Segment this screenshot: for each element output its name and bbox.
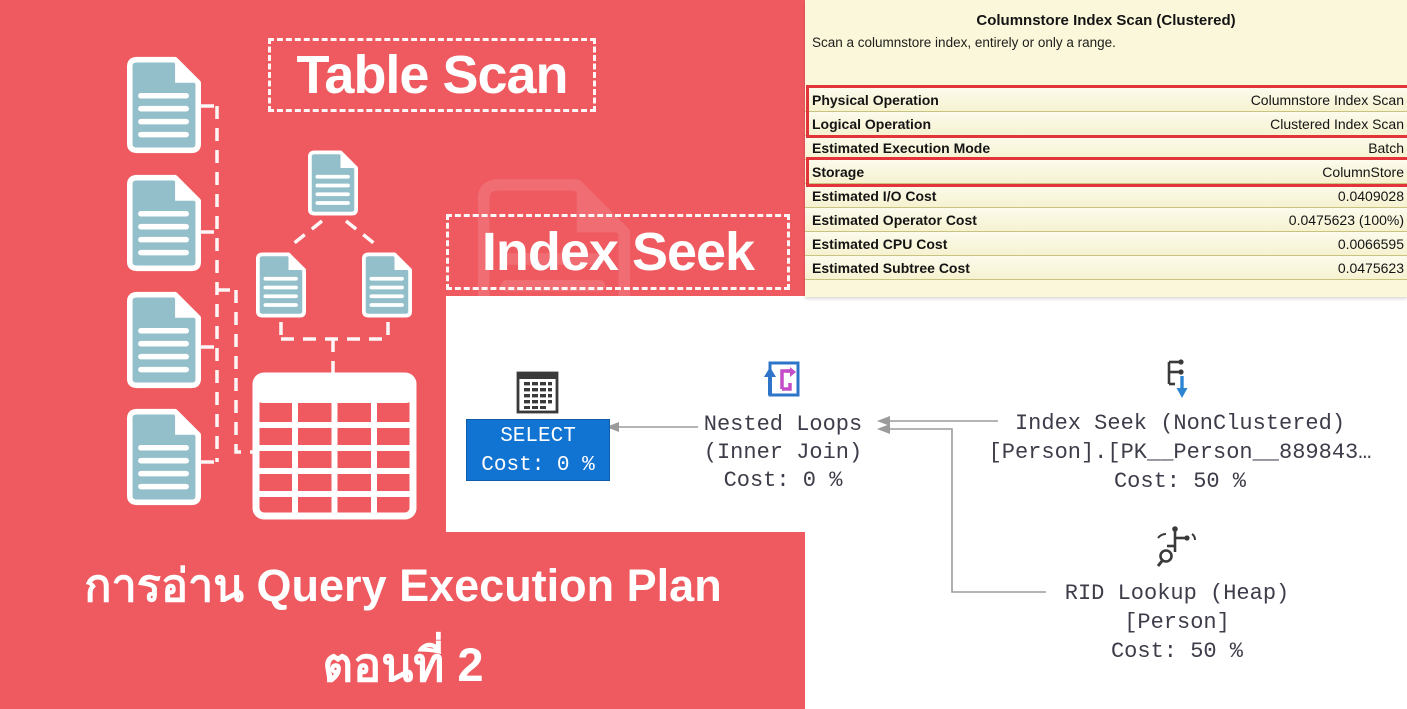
rid-lookup-icon[interactable] xyxy=(1152,524,1198,572)
table-scan-label-box: Table Scan xyxy=(268,38,596,112)
select-node-label: SELECT xyxy=(500,425,576,448)
tooltip-row-execution-mode: Estimated Execution Mode Batch xyxy=(805,136,1407,160)
tooltip-row-cpu-cost: Estimated CPU Cost 0.0066595 xyxy=(805,232,1407,256)
poster-title-line2: ตอนที่ 2 xyxy=(322,638,484,691)
select-node-cost: Cost: 0 % xyxy=(481,454,595,477)
nested-loops-node[interactable]: Nested Loops (Inner Join) Cost: 0 % xyxy=(703,412,863,493)
result-grid-icon[interactable] xyxy=(516,371,559,414)
tooltip-title: Columnstore Index Scan (Clustered) xyxy=(976,12,1236,29)
tooltip-rows: Physical Operation Columnstore Index Sca… xyxy=(805,88,1407,280)
dashed-connectors xyxy=(201,104,390,464)
operator-tooltip-panel: Columnstore Index Scan (Clustered) Scan … xyxy=(805,0,1407,297)
tree-left-document-icon xyxy=(258,254,304,315)
table-icon xyxy=(252,372,417,520)
rid-lookup-node[interactable]: RID Lookup (Heap) [Person] Cost: 50 % xyxy=(1064,581,1290,664)
tooltip-row-subtree-cost: Estimated Subtree Cost 0.0475623 xyxy=(805,256,1407,280)
tooltip-row-io-cost: Estimated I/O Cost 0.0409028 xyxy=(805,184,1407,208)
tooltip-description: Scan a columnstore index, entirely or on… xyxy=(812,35,1116,50)
tree-right-document-icon xyxy=(364,254,410,315)
table-scan-label: Table Scan xyxy=(296,45,568,105)
nested-loops-icon[interactable] xyxy=(762,355,802,401)
tooltip-row-logical-operation: Logical Operation Clustered Index Scan xyxy=(805,112,1407,136)
index-seek-icon[interactable] xyxy=(1157,354,1197,400)
tree-root-document-icon xyxy=(310,152,356,213)
index-seek-label: Index Seek xyxy=(481,222,755,282)
document-icon xyxy=(130,60,198,151)
index-seek-label-box: Index Seek xyxy=(446,214,790,290)
select-node[interactable]: SELECT Cost: 0 % xyxy=(466,419,610,481)
document-icon xyxy=(130,412,198,503)
index-seek-node[interactable]: Index Seek (NonClustered) [Person].[PK__… xyxy=(988,411,1372,494)
document-icon xyxy=(130,178,198,269)
poster-title-line1: การอ่าน Query Execution Plan xyxy=(84,560,722,611)
left-artwork xyxy=(0,0,806,520)
tooltip-row-storage: Storage ColumnStore xyxy=(805,160,1407,184)
tooltip-row-physical-operation: Physical Operation Columnstore Index Sca… xyxy=(805,88,1407,112)
tooltip-row-operator-cost: Estimated Operator Cost 0.0475623 (100%) xyxy=(805,208,1407,232)
document-icon xyxy=(130,295,198,386)
